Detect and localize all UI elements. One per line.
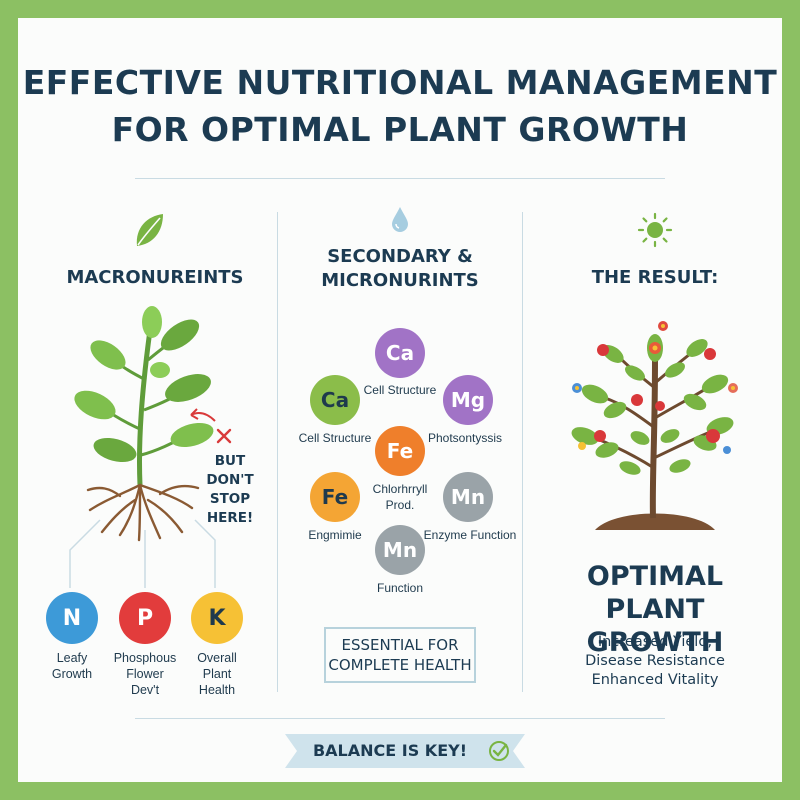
check-circle-icon bbox=[489, 741, 509, 761]
fruit-tree-illustration bbox=[571, 321, 738, 530]
manganese-circle-bottom: Mn bbox=[375, 525, 425, 575]
potassium-circle: K bbox=[191, 592, 243, 644]
plant-with-roots-illustration bbox=[74, 306, 214, 542]
potassium-label: Overall Plant Health bbox=[197, 651, 237, 697]
page-title-line-2: FOR OPTIMAL PLANT GROWTH bbox=[111, 110, 689, 149]
magnesium-circle: Mg bbox=[443, 375, 493, 425]
manganese-right-label: Enzyme Function bbox=[423, 528, 517, 542]
iron-left-label: Engmimie bbox=[308, 528, 362, 542]
calcium-left-label: Cell Structure bbox=[298, 431, 372, 445]
npk-connector-lines bbox=[69, 519, 216, 588]
manganese-circle-right: Mn bbox=[443, 472, 493, 522]
nitrogen-label: Leafy Growth bbox=[51, 651, 93, 681]
phosphorus-circle: P bbox=[119, 592, 171, 644]
leaf-icon bbox=[136, 214, 163, 246]
callout-line-1: BUT DON'T bbox=[206, 453, 254, 488]
cross-mark-icon bbox=[216, 428, 232, 444]
callout-line-2: STOP bbox=[209, 491, 251, 507]
balance-banner bbox=[285, 734, 525, 768]
manganese-bottom-label: Function bbox=[376, 581, 424, 595]
iron-circle-left: Fe bbox=[310, 472, 360, 522]
result-heading: THE RESULT: bbox=[591, 267, 719, 288]
bottom-divider bbox=[135, 718, 665, 719]
optimal-growth-title: OPTIMAL PLANT GROWTH bbox=[586, 561, 724, 658]
water-drop-icon bbox=[392, 207, 408, 232]
iron-center-label: Chlorhrryll Prod. bbox=[372, 482, 428, 512]
calcium-top-label: Cell Structure bbox=[363, 383, 437, 397]
iron-circle-center: Fe bbox=[375, 426, 425, 476]
essential-health-box: ESSENTIAL FOR COMPLETE HEALTH bbox=[324, 627, 476, 683]
sun-icon bbox=[637, 212, 673, 248]
column-divider-right bbox=[522, 212, 523, 692]
title-divider bbox=[135, 178, 665, 179]
page-title-line-1: EFFECTIVE NUTRITIONAL MANAGEMENT bbox=[22, 63, 778, 102]
balance-banner-text: BALANCE IS KEY! bbox=[312, 741, 468, 760]
callout-line-3: HERE! bbox=[206, 510, 254, 526]
result-benefits: Increased Yield, Disease Resistance Enha… bbox=[585, 634, 725, 688]
calcium-circle-left: Ca bbox=[310, 375, 360, 425]
phosphorus-label: Phosphous Flower Dev't bbox=[113, 651, 177, 697]
secondary-micronutrients-heading: SECONDARY & MICRONURINTS bbox=[321, 246, 479, 291]
callout-arrow-icon bbox=[190, 408, 216, 422]
calcium-circle-top: Ca bbox=[375, 328, 425, 378]
macronutrients-heading: MACRONUREINTS bbox=[66, 267, 244, 288]
magnesium-label: Photsontyssis bbox=[427, 431, 503, 445]
nitrogen-circle: N bbox=[46, 592, 98, 644]
callout-text: BUT DON'T STOP HERE! bbox=[195, 452, 265, 528]
column-divider-left bbox=[277, 212, 278, 692]
